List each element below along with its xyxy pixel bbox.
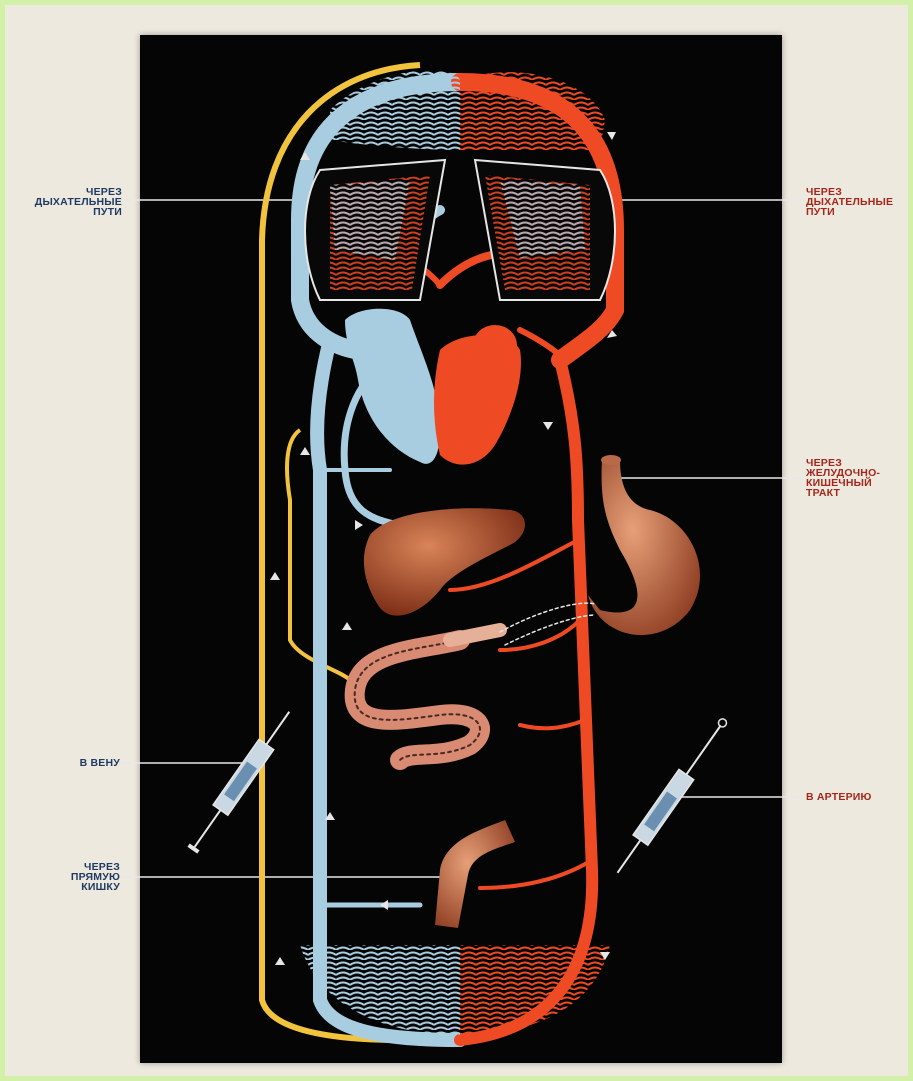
flow-arrow-icon	[543, 422, 553, 430]
flow-arrow-icon	[300, 447, 310, 455]
rectum-icon	[435, 820, 515, 928]
top-capillary-network	[330, 70, 605, 150]
flow-arrow-icon	[380, 900, 388, 910]
label-line: В АРТЕРИЮ	[806, 792, 913, 802]
label-rectum: ЧЕРЕЗ ПРЯМУЮ КИШКУ	[12, 862, 120, 892]
label-artery: В АРТЕРИЮ	[806, 792, 913, 802]
label-line: КИШКУ	[12, 882, 120, 892]
flow-arrow-icon	[607, 132, 616, 140]
flow-arrow-icon	[270, 572, 280, 580]
syringe-icon	[610, 714, 732, 878]
flow-arrow-icon	[342, 622, 352, 630]
label-line: В ВЕНУ	[12, 758, 120, 768]
label-airways-right: ЧЕРЕЗ ДЫХАТЕЛЬНЫЕ ПУТИ	[806, 187, 913, 217]
heart-icon	[345, 309, 521, 465]
flow-arrow-icon	[355, 520, 363, 530]
label-vein: В ВЕНУ	[12, 758, 120, 768]
label-line: ПУТИ	[12, 207, 122, 217]
syringe-icon	[185, 707, 297, 856]
label-airways-left: ЧЕРЕЗ ДЫХАТЕЛЬНЫЕ ПУТИ	[12, 187, 122, 217]
flow-arrow-icon	[275, 957, 285, 965]
liver-icon	[364, 508, 525, 615]
stomach-icon	[588, 455, 700, 635]
label-line: ПУТИ	[806, 207, 913, 217]
label-line: ТРАКТ	[806, 488, 913, 498]
intestine-icon	[355, 603, 595, 760]
label-gi-tract: ЧЕРЕЗ ЖЕЛУДОЧНО- КИШЕЧНЫЙ ТРАКТ	[806, 458, 913, 498]
lungs-icon	[305, 160, 615, 300]
